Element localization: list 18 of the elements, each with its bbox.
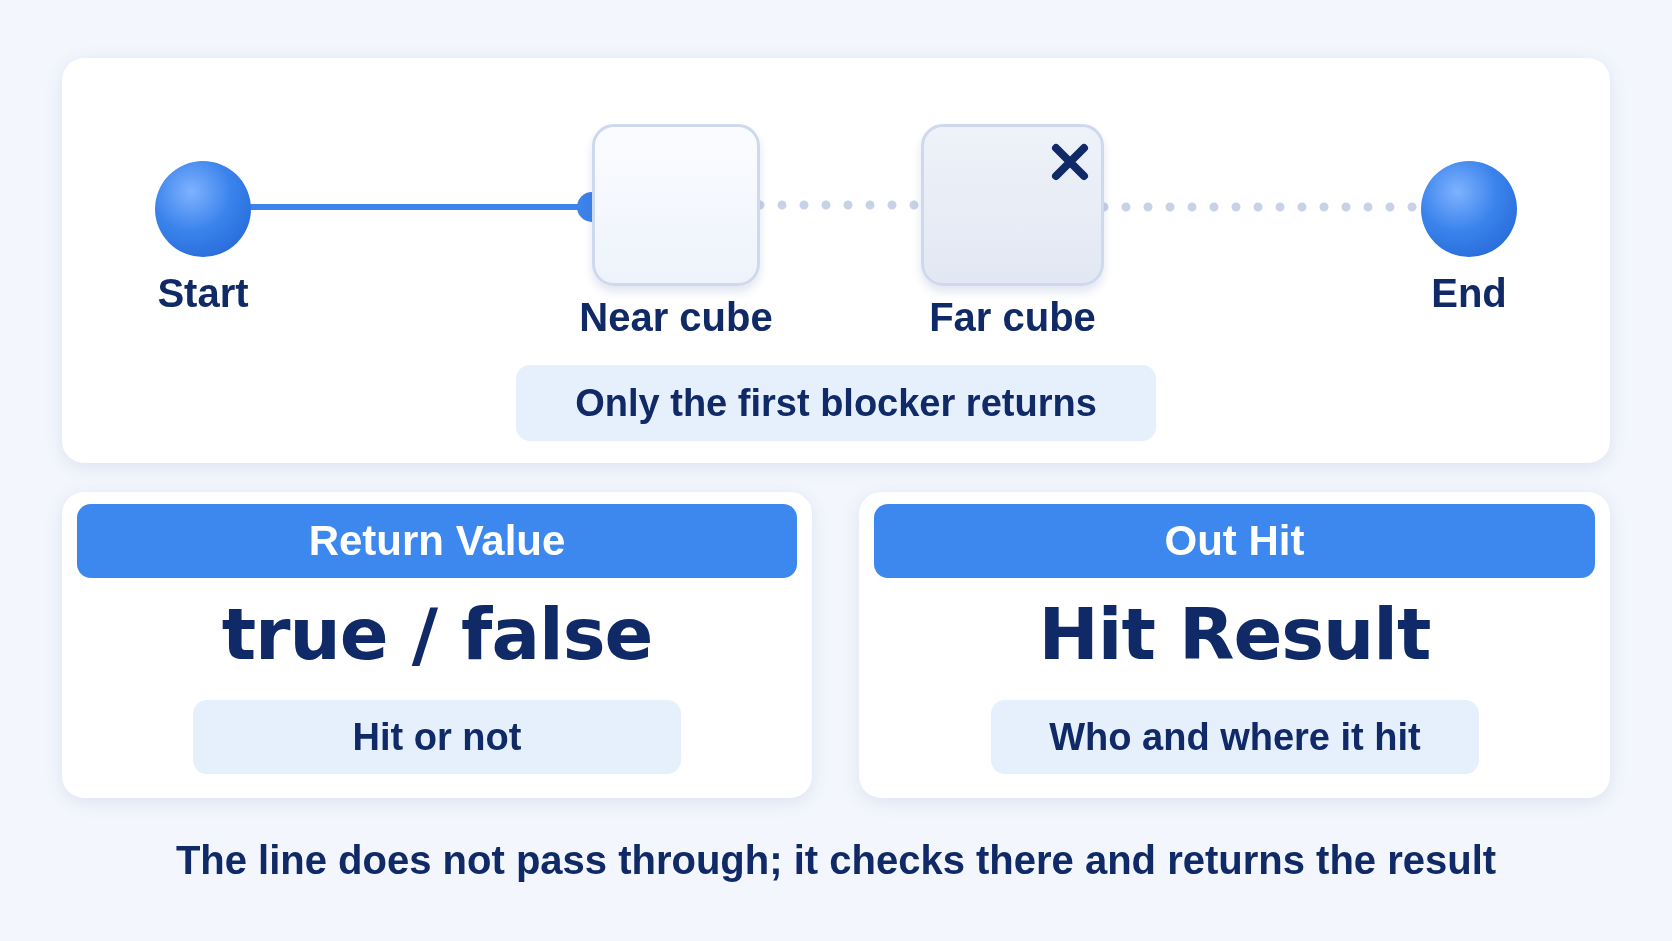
value-text: true / false (220, 592, 654, 676)
result-card (859, 492, 1610, 798)
note-text: Hit or not (352, 715, 522, 759)
object-label: Near cube (579, 295, 773, 340)
object-label: End (1431, 271, 1507, 316)
note-pill (516, 365, 1156, 441)
card-header: Return Value (77, 504, 797, 578)
object-label: Far cube (929, 295, 1096, 340)
note-pill (193, 700, 681, 774)
card-header: Out Hit (874, 504, 1595, 578)
object-label: Start (157, 271, 249, 316)
caption-text: The line does not pass through; it checks there and returns the result (174, 838, 1498, 883)
result-card (62, 492, 812, 798)
panel-card (62, 58, 1610, 463)
note-pill (991, 700, 1479, 774)
value-text: Hit Result (1037, 592, 1432, 676)
note-text: Only the first blocker returns (575, 381, 1097, 425)
note-text: Who and where it hit (1049, 715, 1421, 759)
